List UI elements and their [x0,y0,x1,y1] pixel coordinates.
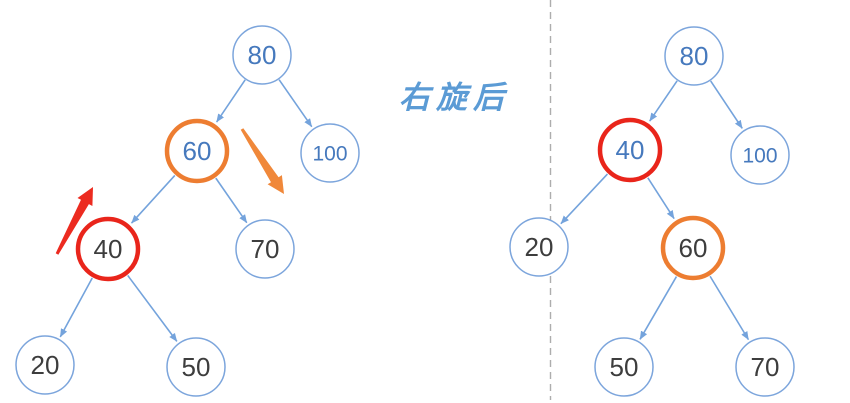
red-up-arrow [55,187,93,255]
node-value: 100 [312,142,347,165]
orange-down-arrow [240,128,284,194]
node-value: 40 [94,234,123,264]
node-circle [509,217,569,277]
rotation-label: 右旋后 [399,80,510,115]
edge-40-to-60 [647,177,675,219]
tree-node-before-100: 100 [300,123,360,183]
node-circle [300,123,360,183]
tree-node-after-70: 70 [735,337,795,397]
edge-80-to-40 [649,80,678,122]
node-value: 50 [610,352,639,382]
node-value: 80 [248,40,277,70]
edge-40-to-50 [127,274,178,342]
node-value: 60 [183,136,212,166]
highlight-ring-orange [660,215,726,281]
node-value: 20 [31,350,60,380]
node-circle [232,25,292,85]
tree-node-after-20: 20 [509,217,569,277]
tree-before-rotation: 80 60 100 40 70 20 50 [15,25,360,397]
node-value: 100 [742,144,777,167]
node-circle [594,337,654,397]
edge-60-to-50 [639,276,678,340]
tree-node-after-40: 40 [597,117,663,183]
tree-node-after-50: 50 [594,337,654,397]
node-value: 70 [251,234,280,264]
tree-after-rotation: 80 40 100 20 60 50 70 [509,26,795,397]
node-value: 60 [679,233,708,263]
tree-node-before-80: 80 [232,25,292,85]
node-value: 50 [182,352,211,382]
node-value: 70 [751,352,780,382]
tree-node-before-50: 50 [166,337,226,397]
edge-40-to-20 [560,173,609,225]
node-value: 80 [680,41,709,71]
highlight-ring-red [597,117,663,183]
node-circle [15,335,75,395]
tree-node-before-20: 20 [15,335,75,395]
highlight-ring-orange [164,118,230,184]
tree-node-after-80: 80 [664,26,724,86]
highlight-ring-red [75,216,141,282]
tree-node-after-100: 100 [730,125,790,185]
node-circle [166,337,226,397]
node-value: 40 [616,135,645,165]
node-circle [664,26,724,86]
edge-80-to-60 [215,79,246,123]
edge-40-to-20 [59,277,93,338]
tree-node-after-60: 60 [660,215,726,281]
tree-node-before-60: 60 [164,118,230,184]
node-circle [735,337,795,397]
node-value: 20 [525,232,554,262]
edge-80-to-100 [278,79,313,128]
tree-node-before-70: 70 [235,219,295,279]
node-circle [730,125,790,185]
tree-node-before-40: 40 [75,216,141,282]
edge-60-to-70 [709,275,750,341]
edge-80-to-100 [709,80,743,129]
edge-60-to-70 [215,177,248,224]
edge-60-to-40 [130,174,176,224]
node-circle [235,219,295,279]
